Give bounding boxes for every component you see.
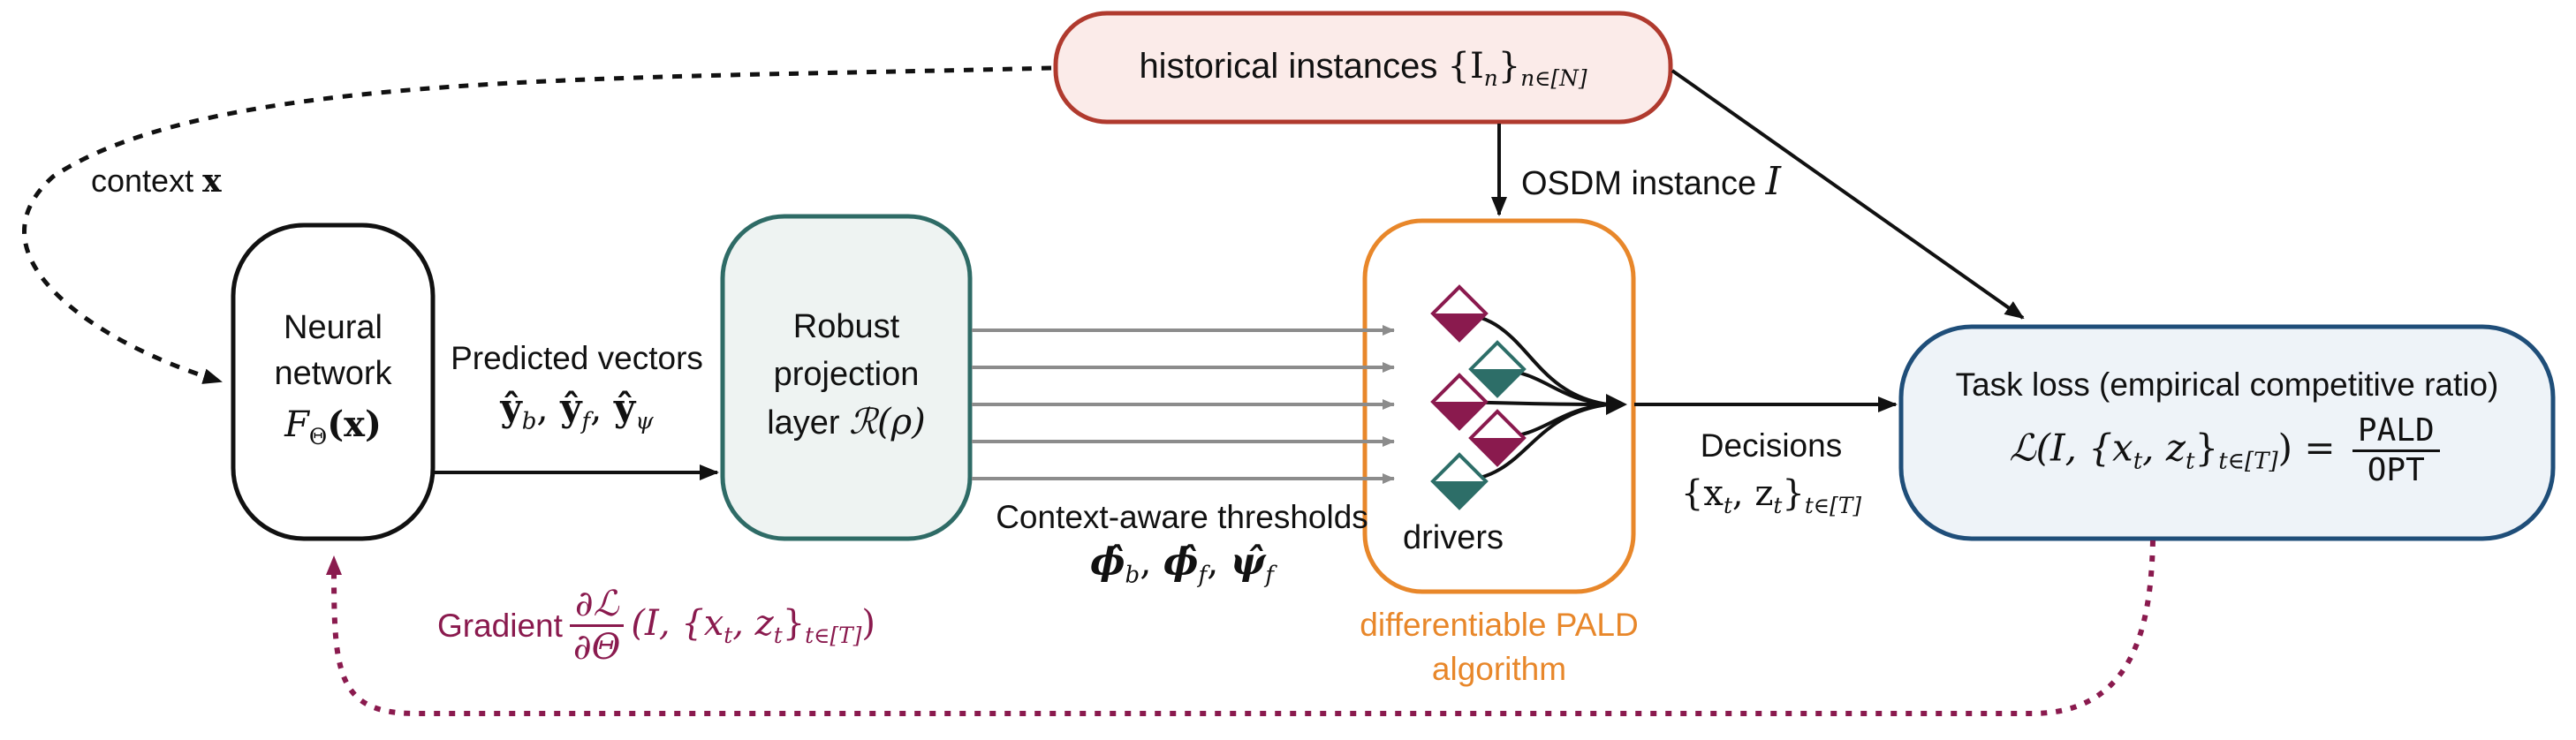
driver-diamond-teal bbox=[1430, 452, 1489, 510]
driver-diamond-magenta bbox=[1430, 284, 1489, 343]
decisions-math: {xt, zt}t∈[T] bbox=[1680, 473, 1862, 518]
gradient-fraction: ∂ℒ ∂Θ bbox=[568, 585, 625, 666]
gradient-text: Gradient bbox=[437, 607, 563, 644]
context-arrow bbox=[22, 65, 1052, 384]
driver-diamond-magenta bbox=[1430, 373, 1489, 431]
context-label: context x bbox=[91, 162, 222, 200]
gradient-args: (I, {xt, zt}t∈[T]) bbox=[631, 603, 875, 648]
robust-line3: layer ℛ(ρ) bbox=[767, 402, 926, 442]
pald-algorithm-label: differentiable PALD algorithm bbox=[1325, 603, 1673, 691]
predicted-vectors-label: Predicted vectors ŷb, ŷf, ŷψ bbox=[433, 340, 721, 434]
robust-projection-box bbox=[720, 214, 973, 541]
thresholds-math: ϕ̂b, ϕ̂f, ψ̂f bbox=[1090, 540, 1274, 589]
gradient-label: Gradient ∂ℒ ∂Θ (I, {xt, zt}t∈[T]) bbox=[437, 585, 875, 666]
robust-projection-label: Robust projection layer ℛ(ρ) bbox=[723, 303, 970, 447]
pald-line1: differentiable PALD bbox=[1360, 607, 1639, 643]
robust-line2: projection bbox=[773, 356, 920, 393]
historical-to-taskloss-arrow bbox=[1671, 69, 2025, 320]
thresholds-title: Context-aware thresholds bbox=[996, 499, 1368, 535]
task-loss-formula: ℒ(I, {xt, zt}t∈[T]) = PALD OPT bbox=[1901, 414, 2553, 487]
decisions-label: Decisions {xt, zt}t∈[T] bbox=[1643, 427, 1899, 518]
thresholds-label: Context-aware thresholds ϕ̂b, ϕ̂f, ψ̂f bbox=[961, 499, 1403, 588]
historical-instances-label: historical instances {In}n∈[N] bbox=[1056, 46, 1671, 91]
gradient-arrow bbox=[326, 540, 2156, 716]
neural-line2: network bbox=[274, 355, 392, 392]
driver-merge-arrowhead bbox=[1606, 394, 1627, 415]
drivers-label: drivers bbox=[1402, 519, 1504, 556]
historical-instances-box bbox=[1053, 11, 1673, 125]
neural-network-label: Neural network FΘ(x) bbox=[233, 305, 433, 460]
predicted-vectors-math: ŷb, ŷf, ŷψ bbox=[500, 386, 654, 435]
historical-set: {In}n∈[N] bbox=[1447, 46, 1587, 91]
task-loss-label: Task loss (empirical competitive ratio) … bbox=[1901, 366, 2553, 487]
decisions-title: Decisions bbox=[1700, 427, 1843, 464]
driver-diamond-teal bbox=[1468, 340, 1527, 398]
neural-line1: Neural bbox=[284, 309, 383, 346]
predicted-title: Predicted vectors bbox=[451, 340, 703, 376]
historical-text: historical instances bbox=[1139, 47, 1438, 86]
task-loss-box bbox=[1898, 324, 2556, 541]
neural-function: FΘ(x) bbox=[284, 404, 382, 449]
neural-network-box bbox=[231, 223, 436, 541]
robust-line1: Robust bbox=[792, 308, 900, 345]
osdm-label: OSDM instance I bbox=[1521, 159, 1782, 204]
driver-diamond-magenta bbox=[1468, 409, 1527, 467]
pald-line2: algorithm bbox=[1431, 651, 1567, 687]
task-loss-title: Task loss (empirical competitive ratio) bbox=[1955, 366, 2499, 403]
